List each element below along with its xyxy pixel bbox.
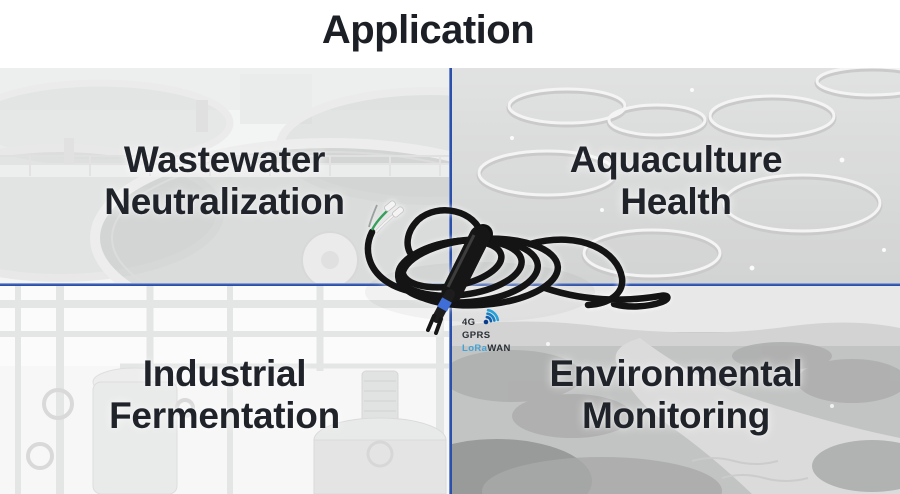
probe-body bbox=[426, 224, 493, 335]
badge-wan-part: WAN bbox=[487, 343, 511, 354]
label-line: Monitoring bbox=[581, 395, 771, 436]
label-line: Neutralization bbox=[104, 180, 345, 222]
ph-probe-product-image bbox=[364, 200, 671, 335]
badge-4g: 4G bbox=[462, 317, 476, 328]
label-line: Wastewater bbox=[123, 138, 326, 180]
connectivity-badges: 4G GPRS LoRaWAN bbox=[462, 305, 511, 355]
environmental-photo bbox=[452, 286, 900, 494]
label-line: Health bbox=[620, 180, 732, 222]
quadrant-environmental: Environmental Monitoring bbox=[452, 286, 900, 494]
wire-leads bbox=[368, 200, 404, 233]
label-line: Environmental bbox=[549, 353, 803, 395]
badge-gprs: GPRS bbox=[462, 330, 491, 341]
label-industrial: Industrial Fermentation bbox=[0, 286, 449, 494]
application-grid: Wastewater Neutralization bbox=[0, 68, 900, 494]
industrial-photo bbox=[0, 286, 449, 494]
label-line: Industrial bbox=[142, 353, 307, 395]
label-aquaculture: Aquaculture Health bbox=[452, 68, 900, 283]
label-line: Fermentation bbox=[109, 395, 340, 436]
quadrant-industrial: Industrial Fermentation bbox=[0, 286, 449, 494]
badge-lorawan: LoRaWAN bbox=[462, 342, 511, 355]
label-wastewater: Wastewater Neutralization bbox=[0, 68, 449, 283]
wireless-signal-icon bbox=[484, 308, 500, 325]
label-environmental: Environmental Monitoring bbox=[452, 286, 900, 494]
label-line: Aquaculture bbox=[569, 138, 783, 180]
wastewater-photo bbox=[0, 68, 449, 283]
badge-lora-part: LoRa bbox=[462, 343, 488, 354]
page-title: Application bbox=[321, 8, 535, 52]
quadrant-wastewater: Wastewater Neutralization bbox=[0, 68, 449, 283]
